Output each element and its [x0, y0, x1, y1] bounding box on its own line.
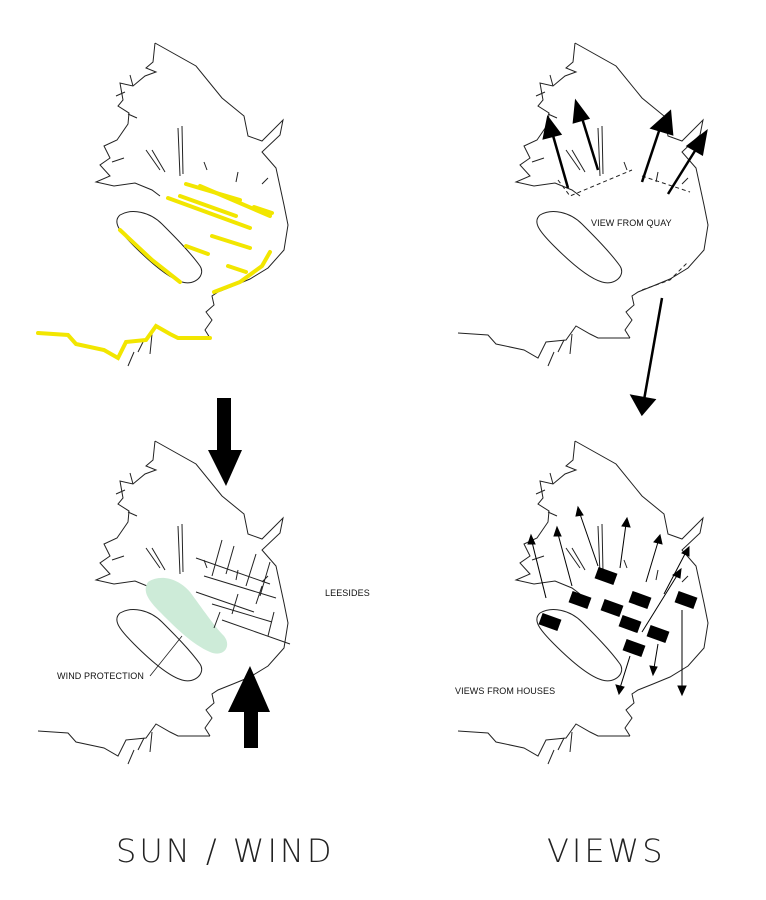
quay-view-arrows: [542, 98, 708, 417]
houses: [538, 566, 698, 658]
harbour-map-quay: [457, 42, 709, 367]
house-view-arrows: [527, 505, 690, 697]
sun-panel: [36, 42, 289, 367]
harbour-map-sun: [37, 42, 289, 367]
quay-dashed-lines: [557, 169, 691, 291]
sun-wind-title: SUN / WIND: [116, 832, 335, 870]
sun-exposure-lines: [36, 182, 274, 361]
wind-protection-leader: [149, 635, 183, 677]
views-from-houses-label: VIEWS FROM HOUSES: [455, 686, 556, 696]
houses-view-panel: [457, 440, 709, 765]
quay-view-panel: [457, 42, 709, 417]
wind-protection-label: WIND PROTECTION: [57, 671, 144, 681]
views-title: VIEWS: [547, 832, 666, 870]
wind-arrows: [208, 398, 270, 748]
view-from-quay-label: VIEW FROM QUAY: [591, 218, 672, 228]
leesides-label: LEESIDES: [325, 588, 370, 598]
leeside-grid: [195, 539, 291, 645]
wind-panel: [37, 398, 291, 765]
wind-protection-area: [145, 577, 228, 654]
